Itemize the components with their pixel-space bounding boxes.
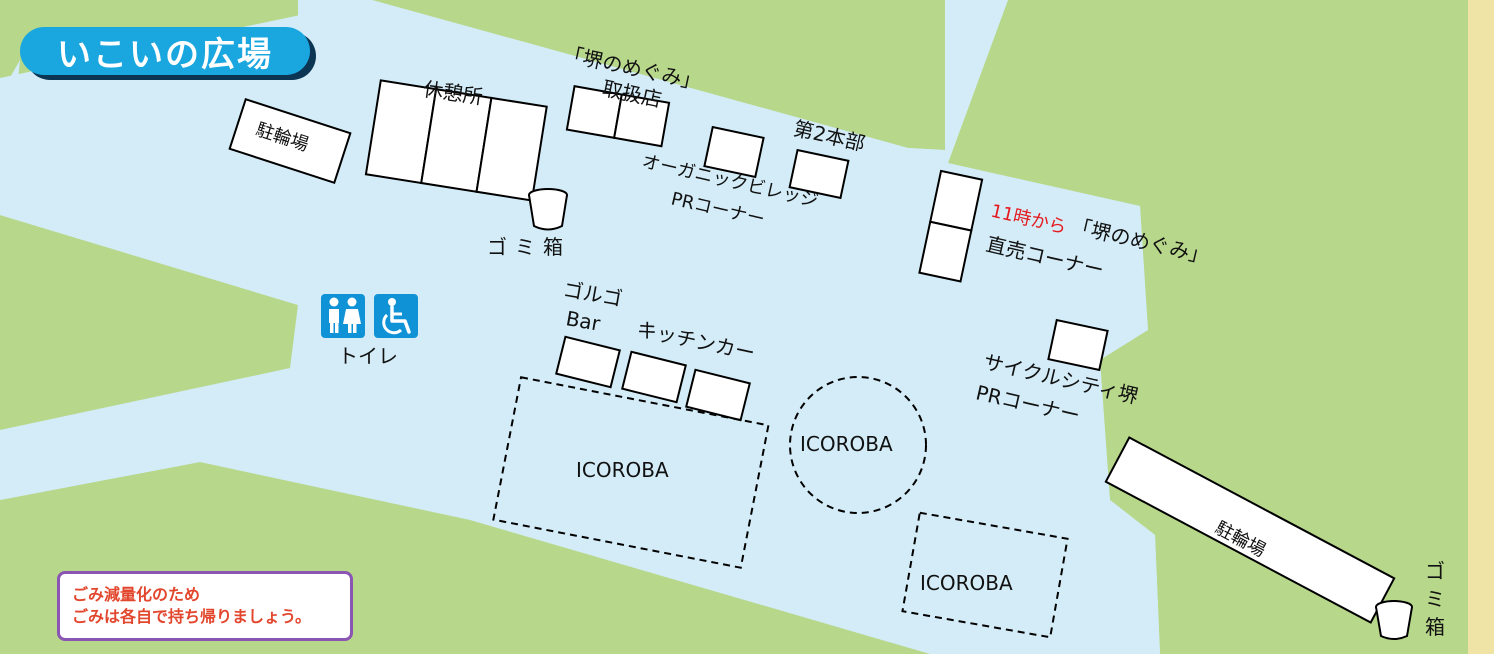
- map-title: いこいの広場: [57, 34, 273, 75]
- icoroba-small-label: ICOROBA: [920, 571, 1013, 595]
- trash-left-label: ゴミ箱: [487, 235, 571, 259]
- icoroba-small-area: [901, 511, 1069, 639]
- toilet-label: トイレ: [338, 344, 398, 368]
- waste-notice: ごみ減量化のため ごみは各自で持ち帰りましょう。: [57, 571, 353, 641]
- golgo-bar-tent: [555, 335, 621, 389]
- direct-sale-tents: [918, 169, 984, 283]
- rest-area-tents: [364, 79, 548, 202]
- wheelchair-icon: [374, 294, 418, 338]
- waste-notice-line-2: ごみは各自で持ち帰りましょう。: [72, 607, 312, 626]
- organic-tent: [703, 125, 765, 179]
- trash-right-label-2: ミ: [1425, 587, 1445, 611]
- trash-can-icon: [528, 188, 568, 231]
- waste-notice-line-1: ごみ減量化のため: [72, 585, 201, 604]
- walkway-center: [0, 0, 1160, 654]
- grass-top-right: [948, 0, 1468, 330]
- icoroba-circle-label: ICOROBA: [800, 432, 893, 456]
- kitchen-car-tent-1: [621, 350, 687, 404]
- bike-parking-right-box: [1104, 436, 1396, 624]
- icoroba-large-label: ICOROBA: [576, 458, 669, 482]
- trash-right-label-3: 箱: [1425, 615, 1445, 639]
- megumi-shop-tents: [565, 85, 671, 148]
- kitchen-car-tent-2: [685, 368, 751, 422]
- trash-can-icon: [1375, 600, 1413, 640]
- cycle-city-tent: [1047, 318, 1109, 372]
- golgo-label-2: Bar: [564, 306, 603, 336]
- map-title-pill: いこいの広場: [20, 27, 310, 75]
- hq2-tent: [788, 148, 850, 200]
- trash-right-label-1: ゴ: [1425, 559, 1445, 583]
- bike-parking-left-box: [228, 98, 352, 184]
- icoroba-large-area: [492, 376, 770, 569]
- restroom-icon: [321, 294, 365, 338]
- icoroba-circle-area: [789, 376, 927, 514]
